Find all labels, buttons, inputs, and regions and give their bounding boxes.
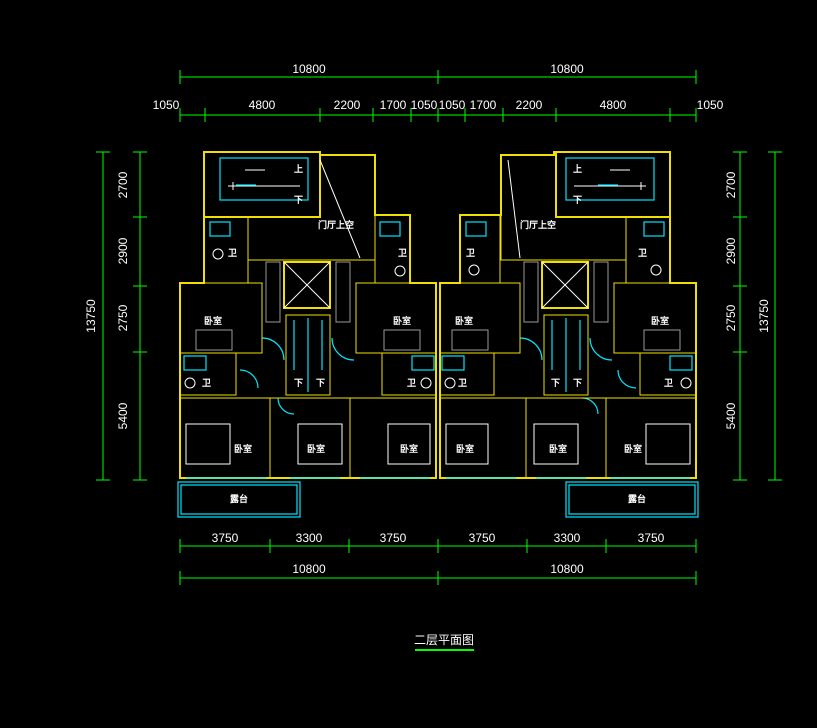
dim-left-3: 2750 (116, 304, 130, 331)
stair-up-label-left: 上 (294, 163, 303, 175)
bedroom-label-right-5: 卧室 (624, 443, 642, 455)
dim-bottom-overall-1: 10800 (292, 562, 326, 576)
bedroom-label-right-1: 卧室 (455, 315, 473, 327)
dim-bottom-5: 3300 (554, 531, 581, 545)
dim-top-9: 4800 (600, 98, 627, 112)
bath-label-left-3: 卫 (202, 378, 211, 389)
dim-bottom-1: 3750 (212, 531, 239, 545)
dim-top-3: 2200 (334, 98, 361, 112)
dim-bottom-4: 3750 (469, 531, 496, 545)
dimension-lines (96, 70, 782, 585)
dim-top-10: 1050 (697, 98, 724, 112)
unit-right: 上 下 门厅上空 卫 卫 下 下 卧室 卧室 卫 (439, 151, 699, 518)
dim-bottom-3: 3750 (380, 531, 407, 545)
bedroom-label-right-2: 卧室 (651, 315, 669, 327)
dim-left-overall: 13750 (84, 299, 98, 333)
dimension-text: 10800 10800 1050 4800 2200 1700 1050 105… (84, 62, 771, 576)
void-label-right: 门厅上空 (520, 219, 556, 231)
down-label-left-2: 下 (316, 378, 325, 389)
dim-bottom-6: 3750 (638, 531, 665, 545)
dim-top-1: 1050 (153, 98, 180, 112)
bath-label-right-1: 卫 (638, 248, 647, 259)
terrace-label-right: 露台 (628, 493, 646, 505)
bedroom-label-left-3: 卧室 (234, 443, 252, 455)
bedroom-label-left-4: 卧室 (307, 443, 325, 455)
dim-top-4: 1700 (380, 98, 407, 112)
down-label-left-1: 下 (294, 378, 303, 389)
dim-left-2: 2900 (116, 237, 130, 264)
bath-label-right-4: 卫 (664, 378, 673, 389)
drawing-title: 二层平面图 (414, 633, 474, 647)
dim-left-4: 5400 (116, 402, 130, 429)
bedroom-label-right-4: 卧室 (549, 443, 567, 455)
dim-right-4: 5400 (724, 402, 738, 429)
bath-label-left-1: 卫 (228, 248, 237, 259)
bedroom-label-right-3: 卧室 (456, 443, 474, 455)
down-label-right-2: 下 (573, 378, 582, 389)
dim-top-7: 1700 (470, 98, 497, 112)
terrace-label-left: 露台 (230, 493, 248, 505)
bedroom-label-left-1: 卧室 (204, 315, 222, 327)
dim-top-8: 2200 (516, 98, 543, 112)
unit-left: 上 下 门厅上空 卫 卫 下 下 卧室 (177, 151, 437, 518)
dim-right-3: 2750 (724, 304, 738, 331)
dim-right-overall: 13750 (757, 299, 771, 333)
stair-down-label-left: 下 (294, 195, 303, 206)
stair-up-label-right: 上 (573, 163, 582, 175)
bath-label-right-2: 卫 (466, 248, 475, 259)
down-label-right-1: 下 (551, 378, 560, 389)
dim-top-5: 1050 (411, 98, 438, 112)
bedroom-label-left-5: 卧室 (400, 443, 418, 455)
bath-label-right-3: 卫 (458, 378, 467, 389)
dim-top-6: 1050 (439, 98, 466, 112)
dim-bottom-overall-2: 10800 (550, 562, 584, 576)
dim-top-2: 4800 (249, 98, 276, 112)
bath-label-left-2: 卫 (398, 248, 407, 259)
void-label-left: 门厅上空 (318, 219, 354, 231)
dim-top-overall-2: 10800 (550, 62, 584, 76)
bedroom-label-left-2: 卧室 (393, 315, 411, 327)
dim-right-1: 2700 (724, 171, 738, 198)
dim-left-1: 2700 (116, 171, 130, 198)
dim-bottom-2: 3300 (296, 531, 323, 545)
bath-label-left-4: 卫 (407, 378, 416, 389)
dim-right-2: 2900 (724, 237, 738, 264)
dim-top-overall-1: 10800 (292, 62, 326, 76)
stair-down-label-right: 下 (573, 195, 582, 206)
